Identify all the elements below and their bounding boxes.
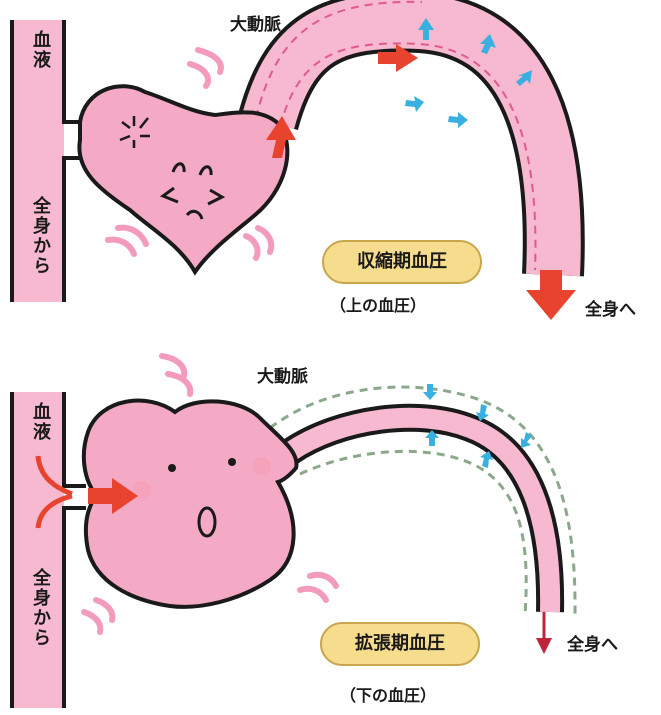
heart-face-bottom (168, 458, 236, 538)
aorta-label-bottom: 大動脈 (257, 367, 308, 387)
aorta-label-top: 大動脈 (230, 15, 281, 35)
to-body-label-top: 全身へ (585, 300, 636, 320)
red-arrow-into-heart (88, 478, 138, 514)
red-arrow-to-body-top (526, 270, 576, 320)
systolic-pressure-sub: （上の血圧） (330, 296, 427, 315)
aorta-bottom-expanded-outline (269, 385, 577, 616)
red-arrow-heart-to-aorta (266, 116, 296, 158)
blue-arrows-expand (405, 18, 532, 128)
blue-arrows-contract (423, 384, 532, 468)
motion-lines-bottom (81, 353, 339, 635)
vein-tube-bottom (10, 392, 86, 708)
aorta-top-dashed-lines (255, 0, 537, 271)
diastolic-pressure-badge: 拡張期血圧 (320, 622, 480, 666)
systolic-pressure-badge: 収縮期血圧 (322, 240, 482, 284)
heart-face-top (159, 162, 226, 220)
red-arrow-aorta-flow (378, 44, 418, 72)
anger-mark-icon (119, 116, 150, 148)
diastolic-panel (10, 353, 577, 708)
from-body-label-top: 全身から (30, 196, 51, 276)
motion-lines-top (105, 47, 275, 261)
from-body-label-bottom: 全身から (30, 568, 51, 648)
diastolic-pressure-sub: （下の血圧） (340, 686, 437, 705)
to-body-label-bottom: 全身へ (567, 635, 618, 655)
systolic-panel (10, 0, 585, 320)
heart-squeezed (77, 84, 290, 276)
vein-tube-top (10, 20, 80, 302)
heart-relaxed (81, 398, 299, 609)
blood-inflow-arrows (35, 455, 73, 529)
blood-label-bottom: 血液 (30, 402, 51, 442)
blood-label-top: 血液 (30, 30, 51, 70)
red-arrow-to-body-bottom (536, 612, 552, 654)
